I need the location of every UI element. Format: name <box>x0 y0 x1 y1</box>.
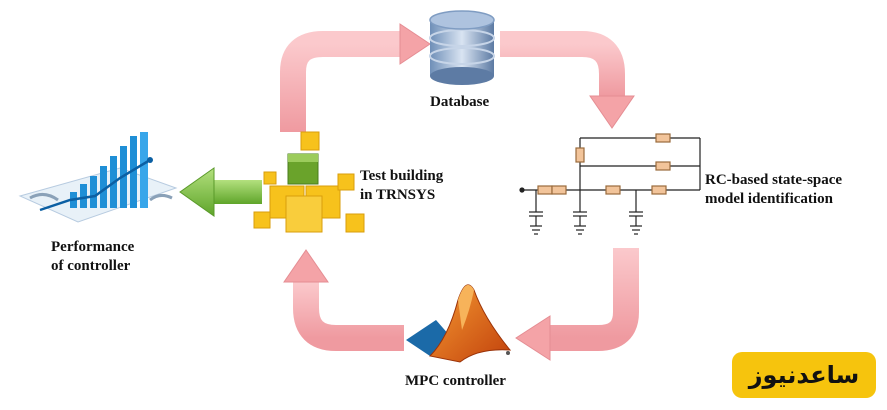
loop-arrow-to-test-building <box>283 249 404 351</box>
database-cylinder-icon <box>429 10 495 85</box>
green-arrow-to-performance <box>179 167 262 217</box>
performance-label: Performance of controller <box>51 239 135 274</box>
matlab-logo-icon <box>406 284 512 363</box>
database-label: Database <box>430 94 490 110</box>
mpc-controller-label: MPC controller <box>405 373 506 389</box>
bar-chart-icon <box>18 132 178 223</box>
rc-circuit-icon <box>519 133 701 235</box>
test-building-label: Test building in TRNSYS <box>360 168 444 203</box>
cube-stack-icon <box>253 131 365 233</box>
loop-arrow-to-mpc <box>515 248 639 361</box>
loop-arrow-to-database <box>280 23 431 132</box>
watermark-logo: ساعدنیوز <box>732 352 876 398</box>
loop-arrow-to-rc-model <box>500 31 635 129</box>
rc-model-label: RC-based state-space model identificatio… <box>705 172 843 207</box>
